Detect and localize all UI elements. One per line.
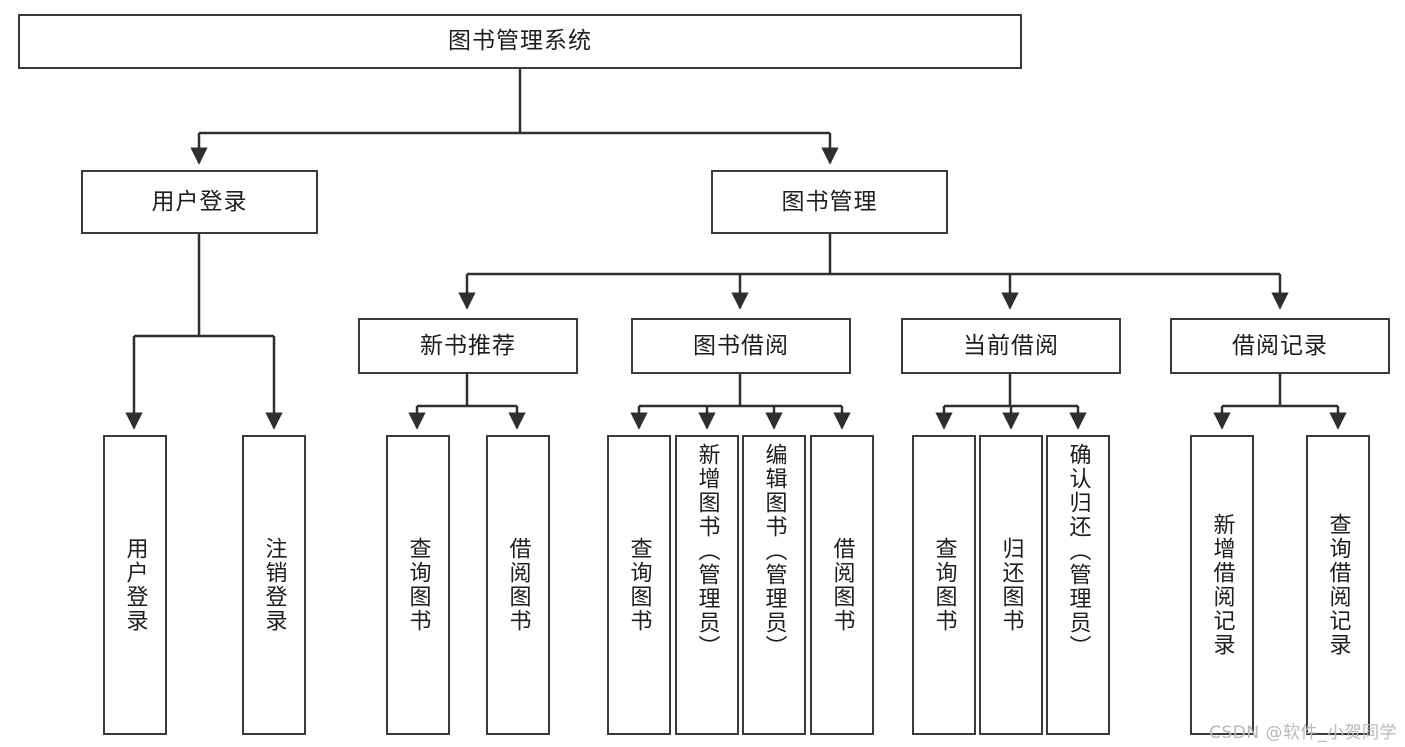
node-book-management[interactable]: 图书管理 — [711, 170, 948, 234]
leaf-user-login[interactable]: 用户登录 — [103, 435, 167, 735]
node-label: 查询图书 — [405, 537, 431, 633]
node-user-login[interactable]: 用户登录 — [81, 170, 318, 234]
node-label: 当前借阅 — [963, 332, 1059, 359]
node-label: 查询图书 — [931, 537, 957, 633]
node-label: 编辑图书（管理员） — [761, 443, 787, 659]
node-label: 借阅图书 — [829, 537, 855, 633]
leaf-edit-book-admin[interactable]: 编辑图书（管理员） — [742, 435, 806, 735]
node-book-borrowing[interactable]: 图书借阅 — [631, 318, 851, 374]
leaf-return-book[interactable]: 归还图书 — [979, 435, 1043, 735]
leaf-logout[interactable]: 注销登录 — [242, 435, 306, 735]
node-label: 新增借阅记录 — [1209, 513, 1235, 657]
node-label: 确认归还（管理员） — [1065, 443, 1091, 659]
node-label: 用户登录 — [151, 188, 248, 215]
csdn-watermark: CSDN @软件_小贺同学 — [1209, 723, 1397, 743]
leaf-query-book-recommend[interactable]: 查询图书 — [386, 435, 450, 735]
leaf-borrow-book[interactable]: 借阅图书 — [810, 435, 874, 735]
node-label: 查询图书 — [626, 537, 652, 633]
leaf-add-book-admin[interactable]: 新增图书（管理员） — [675, 435, 739, 735]
node-label: 用户登录 — [122, 537, 148, 633]
node-current-borrowing[interactable]: 当前借阅 — [901, 318, 1121, 374]
node-label: 图书借阅 — [693, 332, 789, 359]
node-borrowing-record[interactable]: 借阅记录 — [1170, 318, 1390, 374]
node-new-book-recommendation[interactable]: 新书推荐 — [358, 318, 578, 374]
node-label: 图书管理 — [781, 188, 878, 215]
node-label: 借阅图书 — [505, 537, 531, 633]
node-label: 归还图书 — [998, 537, 1024, 633]
node-label: 借阅记录 — [1232, 332, 1328, 359]
node-book-management-system[interactable]: 图书管理系统 — [18, 14, 1022, 69]
node-label: 查询借阅记录 — [1325, 513, 1351, 657]
leaf-confirm-return-admin[interactable]: 确认归还（管理员） — [1046, 435, 1110, 735]
node-label: 新增图书（管理员） — [694, 443, 720, 659]
node-label: 新书推荐 — [420, 332, 516, 359]
node-label: 注销登录 — [261, 537, 287, 633]
leaf-add-borrow-record[interactable]: 新增借阅记录 — [1190, 435, 1254, 735]
leaf-query-book-borrow[interactable]: 查询图书 — [607, 435, 671, 735]
node-label: 图书管理系统 — [448, 28, 592, 55]
leaf-borrow-book-recommend[interactable]: 借阅图书 — [486, 435, 550, 735]
leaf-query-book-current[interactable]: 查询图书 — [912, 435, 976, 735]
leaf-query-borrow-record[interactable]: 查询借阅记录 — [1306, 435, 1370, 735]
